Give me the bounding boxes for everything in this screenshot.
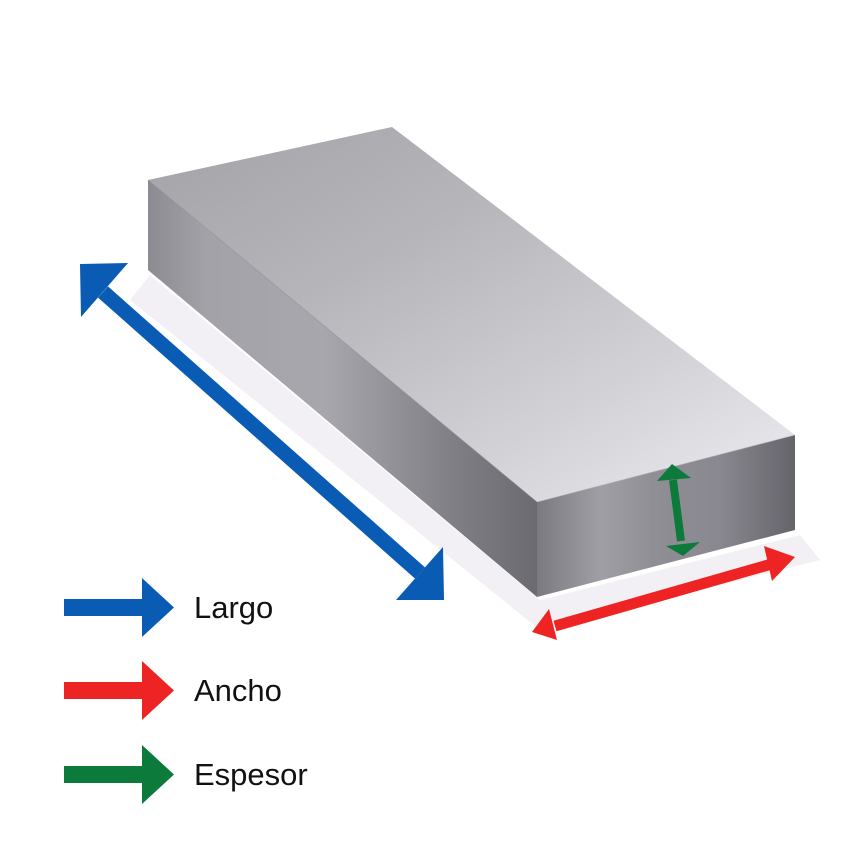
bar-front-face — [537, 435, 795, 597]
legend-item-espesor: Espesor — [64, 745, 308, 805]
legend-item-ancho: Ancho — [64, 661, 282, 721]
green-arrow-icon — [64, 745, 174, 804]
red-arrow-icon — [64, 661, 174, 720]
floor-shadow — [130, 275, 820, 630]
ancho-dimension-arrow — [532, 546, 795, 640]
legend-label-largo: Largo — [194, 590, 274, 625]
metal-bar — [147, 127, 796, 597]
bar-side-face — [148, 180, 537, 597]
blue-arrow-icon — [64, 578, 174, 637]
legend-item-largo: Largo — [64, 578, 273, 638]
legend-label-ancho: Ancho — [194, 673, 282, 708]
largo-dimension-arrow — [80, 263, 444, 600]
espesor-dimension-arrow — [657, 464, 700, 556]
bar-top-face — [148, 127, 795, 502]
legend-label-espesor: Espesor — [194, 757, 308, 792]
